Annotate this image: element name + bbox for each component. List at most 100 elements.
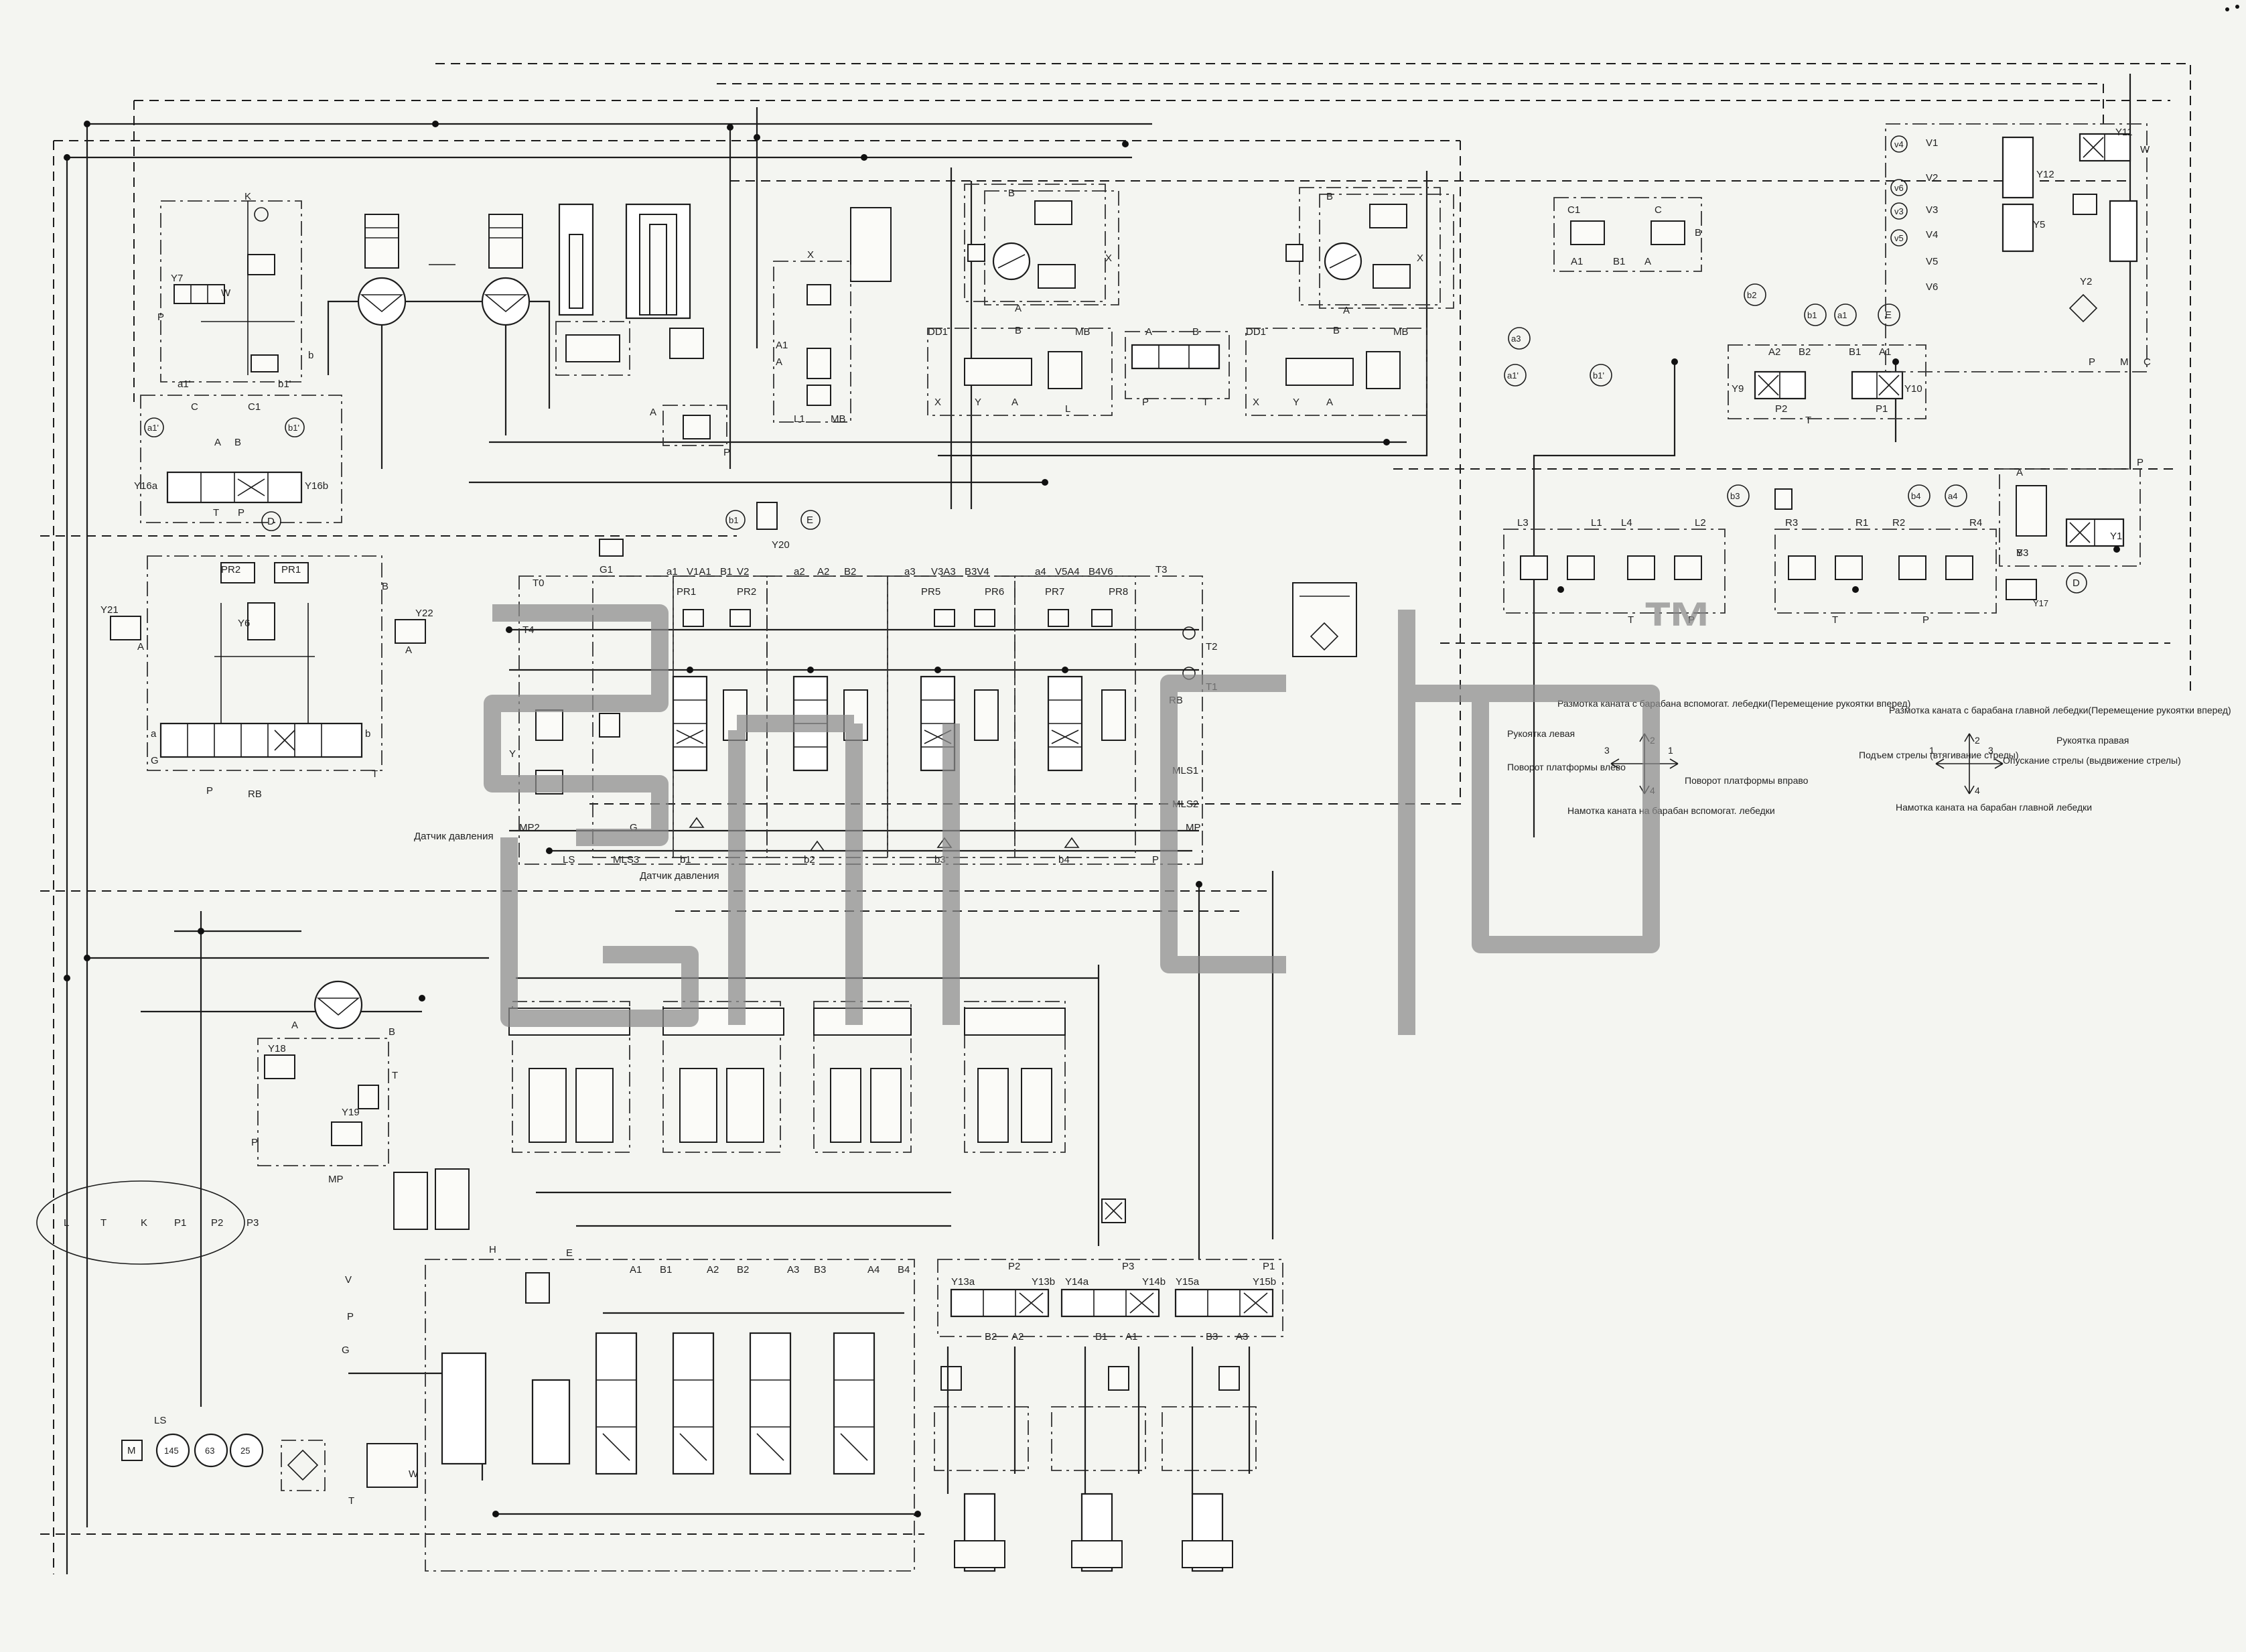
label-y20: Y20 [772, 539, 790, 551]
shuttle-blocks-l: L3 L1 L4 L2 T P [1503, 517, 1726, 626]
left-joystick-n3: 3 [1604, 745, 1610, 756]
port-k: K [244, 191, 251, 202]
svg-text:b: b [308, 350, 313, 361]
pump-port-l: L [64, 1217, 69, 1229]
svg-text:P1: P1 [1263, 1261, 1275, 1272]
svg-text:V5A4: V5A4 [1055, 566, 1080, 577]
svg-text:b1': b1' [288, 423, 299, 433]
left-joystick-title: Рукоятка левая [1507, 728, 1575, 739]
svg-text:a1': a1' [147, 423, 159, 433]
pump-63: 63 [205, 1446, 214, 1456]
svg-text:a3: a3 [904, 566, 916, 577]
valve-y16: a1' b1' Y16a Y16b D C C1 A B P T [134, 395, 342, 531]
label-y15b: Y15b [1253, 1276, 1276, 1288]
svg-text:B2: B2 [1799, 346, 1811, 358]
label-y16a: Y16a [134, 480, 158, 492]
svg-text:A2: A2 [817, 566, 829, 577]
label-y11: Y9 [1732, 383, 1744, 395]
right-joystick-legend: Размотка каната с барабана главной лебед… [1859, 705, 2231, 813]
svg-text:V3A3: V3A3 [931, 566, 956, 577]
svg-text:B3: B3 [814, 1264, 826, 1276]
svg-text:RB: RB [248, 788, 262, 800]
label-y19: Y17 [2033, 598, 2048, 608]
svg-text:P: P [1688, 614, 1695, 626]
svg-text:B4V6: B4V6 [1089, 566, 1113, 577]
svg-text:A2: A2 [1011, 1331, 1024, 1343]
svg-text:B1: B1 [1849, 346, 1861, 358]
svg-text:T: T [1202, 397, 1208, 408]
svg-text:PR7: PR7 [1045, 586, 1064, 598]
svg-text:P: P [206, 785, 213, 797]
svg-text:a: a [151, 728, 157, 740]
svg-text:A: A [1015, 303, 1022, 314]
svg-text:V6: V6 [1926, 281, 1938, 293]
svg-text:C: C [2144, 356, 2151, 368]
svg-text:PR6: PR6 [985, 586, 1004, 598]
svg-text:X: X [1417, 253, 1423, 264]
svg-text:PR2: PR2 [737, 586, 756, 598]
svg-text:G: G [342, 1345, 350, 1356]
label-y15a: Y15a [1176, 1276, 1200, 1288]
svg-text:A: A [1644, 256, 1651, 267]
svg-text:MB: MB [1393, 326, 1409, 338]
svg-text:P: P [2089, 356, 2095, 368]
svg-text:V1: V1 [1926, 137, 1938, 149]
svg-text:A2: A2 [707, 1264, 719, 1276]
svg-text:B: B [1333, 325, 1340, 336]
svg-text:B2: B2 [737, 1264, 749, 1276]
right-joystick-left: Подъем стрелы (втягивание стрелы) [1859, 750, 2019, 760]
label-y13b: Y13b [1032, 1276, 1055, 1288]
right-joystick-down: Намотка каната на барабан главной лебедк… [1896, 802, 2092, 813]
svg-text:v6: v6 [1894, 183, 1904, 193]
svg-text:T: T [213, 507, 219, 519]
svg-text:a4: a4 [1035, 566, 1046, 577]
svg-text:T: T [372, 768, 378, 780]
svg-text:A: A [776, 356, 782, 368]
svg-text:v4: v4 [1894, 139, 1904, 149]
svg-text:T: T [392, 1070, 398, 1081]
label-y14a: Y14a [1065, 1276, 1089, 1288]
svg-text:G1: G1 [600, 564, 613, 575]
svg-text:PR8: PR8 [1109, 586, 1128, 598]
svg-text:P: P [1152, 854, 1159, 866]
label-y10: Y19 [342, 1107, 360, 1118]
outrigger-cylinders [934, 1347, 1257, 1572]
svg-text:A1: A1 [1571, 256, 1583, 267]
svg-text:B1: B1 [720, 566, 732, 577]
label-y3: Y5 [2033, 219, 2045, 230]
svg-text:B2: B2 [985, 1331, 997, 1343]
junction-dots [64, 121, 2120, 1517]
svg-text:P2: P2 [1775, 403, 1787, 415]
svg-text:C1: C1 [248, 401, 261, 413]
svg-text:DD1: DD1 [928, 326, 948, 338]
svg-text:A: A [650, 407, 656, 418]
svg-text:b1: b1 [729, 515, 738, 525]
svg-text:A1: A1 [630, 1264, 642, 1276]
joystick-valve-block: V1 V2 V3 V4 V5 V6 v4 v6 v3 v5 Y11 Y12 Y5… [1885, 123, 2151, 372]
svg-text:a2: a2 [794, 566, 805, 577]
svg-text:B4: B4 [898, 1264, 910, 1276]
label-y13a: Y13a [951, 1276, 975, 1288]
svg-text:MB: MB [1075, 326, 1091, 338]
svg-text:T2: T2 [1206, 641, 1218, 652]
brake-block-center: X A1 A L1 MB A P b1 E Y20 [650, 249, 851, 551]
svg-text:v3: v3 [1894, 206, 1904, 216]
svg-text:W: W [221, 287, 231, 299]
swing-valve: A B P T [1125, 326, 1230, 408]
svg-text:b3: b3 [1730, 491, 1740, 501]
svg-text:b1: b1 [1807, 310, 1817, 320]
left-joystick-right: Поворот платформы вправо [1685, 775, 1809, 786]
svg-text:L1: L1 [794, 413, 805, 425]
svg-text:PR1: PR1 [281, 564, 301, 575]
svg-text:E: E [806, 514, 813, 526]
svg-text:B3: B3 [1206, 1331, 1218, 1343]
lower-valve-bank: A1 B1 A2 B2 A3 B3 A4 B4 [425, 1259, 915, 1572]
svg-text:MP: MP [328, 1174, 344, 1185]
label-y17: Y3 [2016, 547, 2028, 559]
svg-text:T: T [1628, 614, 1634, 626]
svg-text:E: E [1885, 309, 1892, 321]
pressure-sensor-1: Датчик давления [414, 831, 494, 842]
svg-text:L1: L1 [1591, 517, 1602, 529]
shuttle-block: C1 C A1 B1 A B a3 a1' b1' [1504, 197, 1702, 387]
pilot-control-block: PR2 PR1 Y6 a b P RB T G [147, 555, 382, 800]
